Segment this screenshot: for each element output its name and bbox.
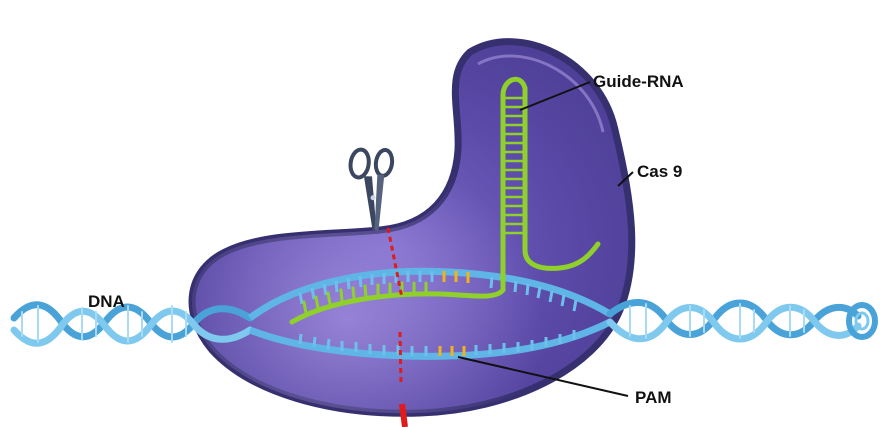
dna-label: DNA: [88, 292, 125, 311]
pam-top-ticks: [442, 271, 470, 283]
cut-line-upper: [386, 227, 404, 299]
dna-strand-right-b: [606, 303, 862, 343]
cas9-leader: [617, 171, 634, 187]
guide-rna-hybrid-ticks: [302, 281, 428, 315]
dna-rungs-right: [629, 303, 805, 339]
pam-leader: [457, 356, 629, 397]
dna-bottom-strand: [248, 318, 612, 360]
guide-rna-stem-rungs: [501, 96, 527, 235]
dna-bottom-ticks: [298, 330, 576, 356]
guide-rna-label: Guide-RNA: [593, 72, 684, 91]
cut-line-bottom-solid: [399, 403, 408, 427]
dna-rungs-left: [21, 305, 187, 343]
scissors-icon: [348, 147, 395, 231]
pam-label: PAM: [635, 388, 672, 407]
dna-helix-left: [10, 301, 254, 347]
pam-bottom-ticks: [438, 346, 466, 356]
dna-unwound-region: [247, 267, 612, 360]
guide-rna-leader: [519, 81, 591, 111]
dna-helix-right: [606, 299, 878, 343]
dna-end-coil-inner: [854, 311, 870, 331]
guide-rna-hybrid-strand: [289, 237, 506, 325]
cut-site: [386, 227, 408, 427]
guide-rna-stem-left: [500, 76, 601, 271]
leader-lines: [457, 81, 634, 397]
guide-rna: [289, 76, 601, 325]
dna-end-coil: [846, 302, 878, 340]
cas9-label: Cas 9: [637, 162, 682, 181]
cas9-rim-light: [477, 54, 605, 133]
dna-top-strand: [247, 267, 612, 321]
